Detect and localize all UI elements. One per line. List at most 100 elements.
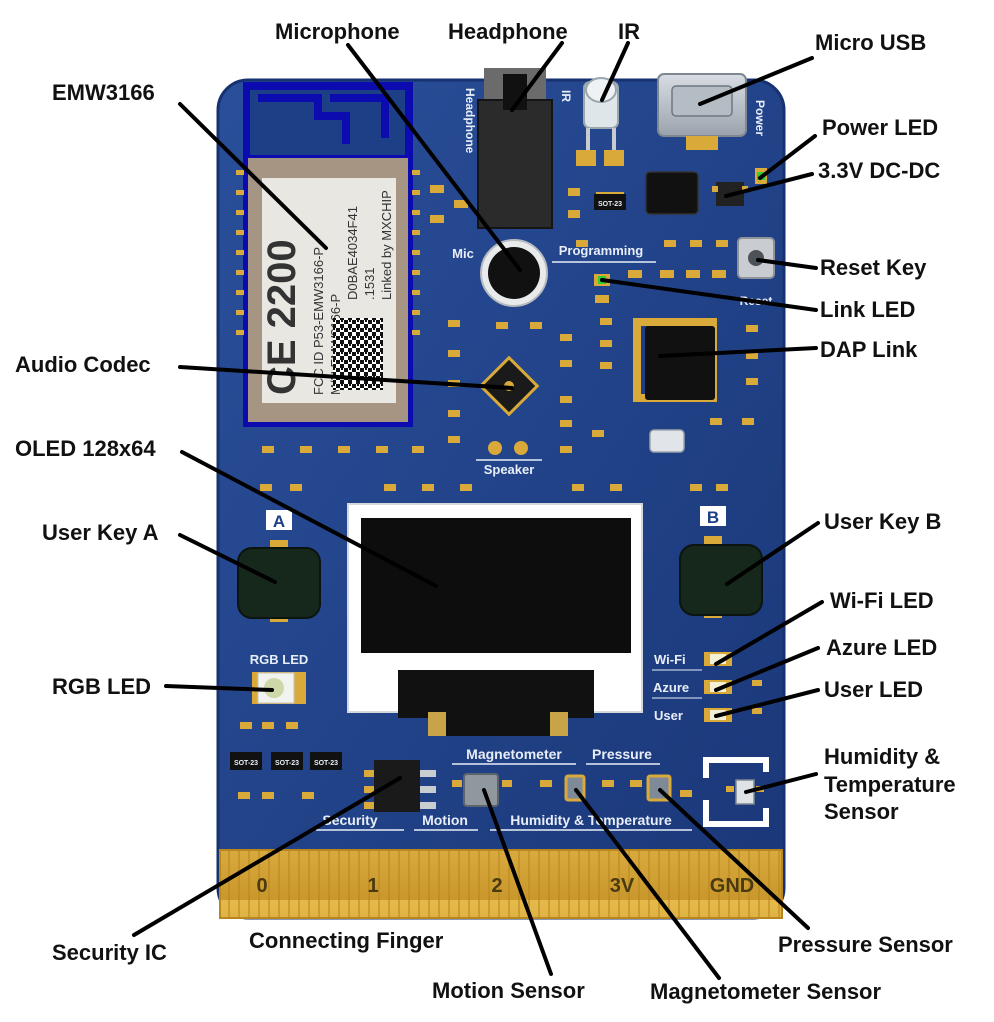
speaker-pads: Speaker [476,441,542,477]
label-rgb-led: RGB LED [52,674,151,699]
silk-sot23-3: SOT-23 [314,760,338,767]
label-headphone: Headphone [448,19,568,44]
silk-ir: IR [559,90,573,102]
silk-humidity-temp: Humidity & Temperature [510,812,672,828]
silk-key-b: B [707,508,719,527]
label-link-led: Link LED [820,297,915,322]
label-power-led: Power LED [822,115,938,140]
oled-display [347,503,643,736]
microphone: Mic [452,239,548,307]
module-text-line3: D0BAE4034F41 [345,206,360,300]
crystal [649,429,685,453]
silk-speaker: Speaker [484,462,535,477]
silk-power: Power [753,100,767,136]
finger-label-2: 2 [491,875,502,897]
label-connecting-finger: Connecting Finger [249,928,444,953]
label-humidity-line2: Temperature [824,772,956,797]
leader-lines [132,41,824,980]
silk-user: User [654,708,683,723]
finger-label-0: 0 [256,875,267,897]
rgb-led: RGB LED [250,652,309,704]
label-microphone: Microphone [275,19,400,44]
label-humidity-line3: Sensor [824,799,899,824]
leader-link-led [600,278,818,312]
label-user-key-a: User Key A [42,520,159,545]
module-ce-mark: CE 2200 [260,239,304,395]
motion-sensor [452,773,512,807]
label-security-ic: Security IC [52,940,167,965]
user-key-a: A [237,510,321,622]
silk-motion: Motion [422,812,468,828]
finger-label-1: 1 [367,875,378,897]
reset-key: Reset [737,237,775,308]
leader-micro-usb [698,56,814,106]
label-dap-link: DAP Link [820,337,918,362]
label-oled: OLED 128x64 [15,436,156,461]
label-pressure-sensor: Pressure Sensor [778,932,953,957]
user-key-b: B [679,506,763,618]
label-magnetometer-sensor: Magnetometer Sensor [650,979,881,1004]
silk-mic: Mic [452,246,474,261]
label-audio-codec: Audio Codec [15,352,151,377]
leader-user-key-b [725,521,820,586]
silk-sot23-4: SOT-23 [598,201,622,208]
leader-motion-sensor [482,788,553,976]
wifi-led [704,652,732,666]
module-text-line1: FCC ID P53-EMW3166-P [311,247,326,395]
leader-pressure-sensor [658,788,810,930]
leader-headphone [510,41,564,112]
label-motion-sensor: Motion Sensor [432,978,585,1003]
silk-sot23-2: SOT-23 [275,760,299,767]
label-user-led: User LED [824,677,923,702]
silk-key-a: A [273,512,285,531]
smd-components [238,185,762,799]
finger-label-3v: 3V [610,875,635,897]
leader-dap-link [658,346,818,358]
finger-label-gnd: GND [710,875,754,897]
silk-pressure: Pressure [592,746,652,762]
label-humidity-line1: Humidity & [824,744,940,769]
label-dcdc: 3.3V DC-DC [818,158,940,183]
leader-emw3166 [178,102,328,250]
label-user-key-b: User Key B [824,509,941,534]
leader-power-led [758,134,817,180]
headphone-jack: Headphone [463,68,553,229]
leader-user-led [714,688,820,718]
leader-oled [180,450,438,588]
silk-sot23-1: SOT-23 [234,760,258,767]
module-text-line4: .1531 [362,267,377,300]
leader-microphone [346,43,522,272]
connecting-finger: 0 1 2 3V GND [219,849,783,919]
leader-audio-codec [178,365,514,390]
security-ic [364,760,436,812]
leader-wifi-led [714,600,824,666]
status-leds: Wi-Fi Azure User [652,652,732,723]
label-emw3166: EMW3166 [52,80,155,105]
label-reset-key: Reset Key [820,255,927,280]
label-micro-usb: Micro USB [815,30,926,55]
silk-headphone: Headphone [463,88,477,154]
silk-azure: Azure [653,680,689,695]
silk-magnetometer: Magnetometer [466,746,562,762]
module-text-line5: Linked by MXCHIP [379,190,394,300]
leader-ir [600,41,630,102]
leader-azure-led [714,646,820,692]
sensor-row: Magnetometer Pressure Security Motion Hu… [316,746,769,831]
leader-dcdc [724,172,814,198]
azure-led [704,680,732,694]
leader-reset-key [756,258,818,270]
callout-labels: Microphone Headphone IR Micro USB EMW316… [15,19,956,1004]
sot23-parts: SOT-23 SOT-23 SOT-23 SOT-23 [230,194,626,770]
leader-humidity-sensor [744,772,818,794]
label-azure-led: Azure LED [826,635,937,660]
dap-link-chip [633,318,717,402]
leader-user-key-a [178,533,277,584]
leader-magnetometer-sensor [574,788,721,980]
leader-rgb-led [164,684,274,692]
silk-rgb-led: RGB LED [250,652,309,667]
label-wifi-led: Wi-Fi LED [830,588,934,613]
leader-security-ic [132,776,402,937]
silk-programming: Programming [559,243,644,258]
label-ir: IR [618,19,640,44]
